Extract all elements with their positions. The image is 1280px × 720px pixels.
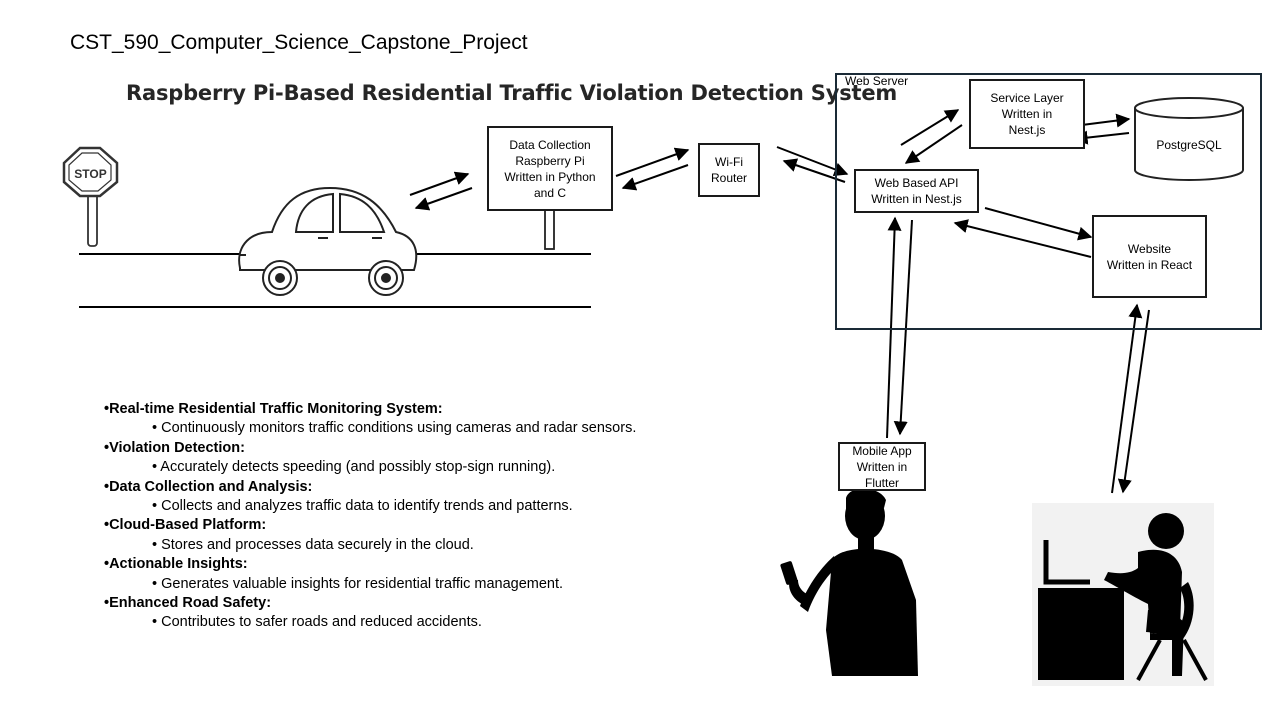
person-computer-icon xyxy=(1032,503,1214,686)
mobile-app-box[interactable]: Mobile App Written in Flutter xyxy=(838,442,926,491)
feature-detail: • Continuously monitors traffic conditio… xyxy=(152,420,637,437)
page-title: CST_590_Computer_Science_Capstone_Projec… xyxy=(70,31,528,54)
stop-sign-text: STOP xyxy=(74,167,106,181)
web-server-frame xyxy=(835,73,1262,330)
wifi-router-label: Wi-Fi Router xyxy=(710,155,748,185)
data-collection-box[interactable]: Data Collection Raspberry Pi Written in … xyxy=(487,126,613,211)
service-layer-label: Service Layer Written in Nest.js xyxy=(990,91,1064,137)
database-icon xyxy=(1134,97,1244,181)
feature-title: •Violation Detection: xyxy=(104,439,245,456)
feature-detail: • Accurately detects speeding (and possi… xyxy=(152,459,556,476)
car-icon xyxy=(238,186,418,296)
system-title: Raspberry Pi-Based Residential Traffic V… xyxy=(126,81,898,105)
stop-sign-icon: STOP xyxy=(62,146,119,247)
web-server-label: Web Server xyxy=(845,74,909,88)
feature-title: •Enhanced Road Safety: xyxy=(104,595,272,612)
website-box[interactable]: Website Written in React xyxy=(1092,215,1207,298)
connection-arrows xyxy=(409,109,1150,494)
wifi-router-box[interactable]: Wi-Fi Router xyxy=(698,143,760,197)
feature-title: •Data Collection and Analysis: xyxy=(104,478,313,495)
postgres-label[interactable]: PostgreSQL xyxy=(1156,138,1222,152)
feature-title: •Cloud-Based Platform: xyxy=(104,517,267,534)
feature-detail: • Stores and processes data securely in … xyxy=(152,536,474,553)
website-label: Website Written in React xyxy=(1106,241,1193,272)
feature-detail: • Collects and analyzes traffic data to … xyxy=(152,498,573,515)
web-api-label: Web Based API Written in Nest.js xyxy=(871,176,962,206)
feature-title: •Real-time Residential Traffic Monitorin… xyxy=(104,401,443,417)
feature-title: •Actionable Insights: xyxy=(104,556,248,573)
sensor-post xyxy=(544,209,555,250)
feature-detail: • Contributes to safer roads and reduced… xyxy=(152,614,482,631)
data-collection-label: Data Collection Raspberry Pi Written in … xyxy=(504,137,596,200)
web-api-box[interactable]: Web Based API Written in Nest.js xyxy=(854,169,979,213)
service-layer-box[interactable]: Service Layer Written in Nest.js xyxy=(969,79,1085,149)
mobile-app-label: Mobile App Written in Flutter xyxy=(852,443,912,490)
person-phone-icon xyxy=(780,488,918,676)
feature-detail: • Generates valuable insights for reside… xyxy=(152,575,564,592)
feature-list: •Real-time Residential Traffic Monitorin… xyxy=(104,400,636,633)
